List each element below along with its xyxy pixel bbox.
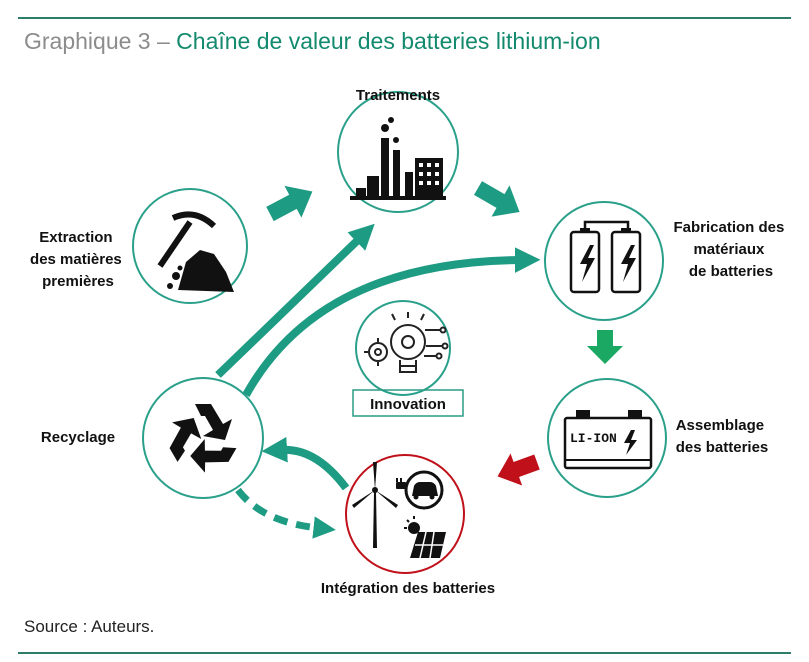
battery-pack-icon: LI-ION bbox=[563, 410, 653, 470]
arrow-extraction-to-traitements bbox=[266, 185, 313, 222]
label-recyclage: Recyclage bbox=[41, 429, 115, 446]
integration-node bbox=[345, 454, 465, 574]
label-assemblage: Assemblage des batteries bbox=[676, 417, 769, 456]
solar-panel-icon bbox=[404, 516, 446, 559]
label-integration: Intégration des batteries bbox=[321, 580, 495, 597]
arrow-recyclage-to-fabrication bbox=[242, 247, 541, 397]
battery-cells-icon bbox=[569, 220, 642, 294]
arrow-traitements-to-fabrication bbox=[474, 181, 520, 217]
arrow-assemblage-to-integration bbox=[497, 453, 540, 486]
wind-turbine-icon bbox=[352, 462, 398, 548]
fabrication-node bbox=[544, 201, 664, 321]
pickaxe-icon bbox=[157, 211, 234, 292]
traitements-node bbox=[337, 91, 459, 213]
assemblage-node: LI-ION bbox=[547, 378, 667, 498]
bottom-rule bbox=[18, 652, 791, 654]
battery-label: LI-ION bbox=[570, 431, 617, 446]
label-fabrication: Fabrication des matériaux de batteries bbox=[673, 219, 788, 280]
arrow-integration-to-recyclage bbox=[261, 436, 350, 491]
label-extraction: Extraction des matières premières bbox=[30, 229, 126, 290]
figure-number: Graphique 3 – bbox=[24, 28, 177, 54]
lightbulb-gears-icon bbox=[364, 312, 449, 373]
arrow-recyclage-to-traitements bbox=[215, 223, 375, 378]
extraction-node bbox=[132, 188, 248, 304]
electric-car-icon bbox=[396, 470, 444, 510]
arrow-recyclage-to-integration-dashed bbox=[235, 487, 336, 539]
factory-icon bbox=[350, 117, 446, 200]
innovation-node bbox=[355, 300, 451, 396]
recycle-icon bbox=[169, 404, 237, 473]
figure-title: Graphique 3 – Chaîne de valeur des batte… bbox=[24, 28, 601, 55]
innovation-box bbox=[352, 389, 464, 417]
label-traitements: Traitements bbox=[356, 87, 440, 104]
label-innovation: Innovation bbox=[370, 396, 446, 413]
arrow-fabrication-to-assemblage bbox=[587, 330, 623, 364]
recyclage-node bbox=[142, 377, 264, 499]
top-rule bbox=[18, 17, 791, 19]
source-note: Source : Auteurs. bbox=[24, 617, 155, 636]
figure-title-text: Chaîne de valeur des batteries lithium-i… bbox=[176, 28, 601, 54]
